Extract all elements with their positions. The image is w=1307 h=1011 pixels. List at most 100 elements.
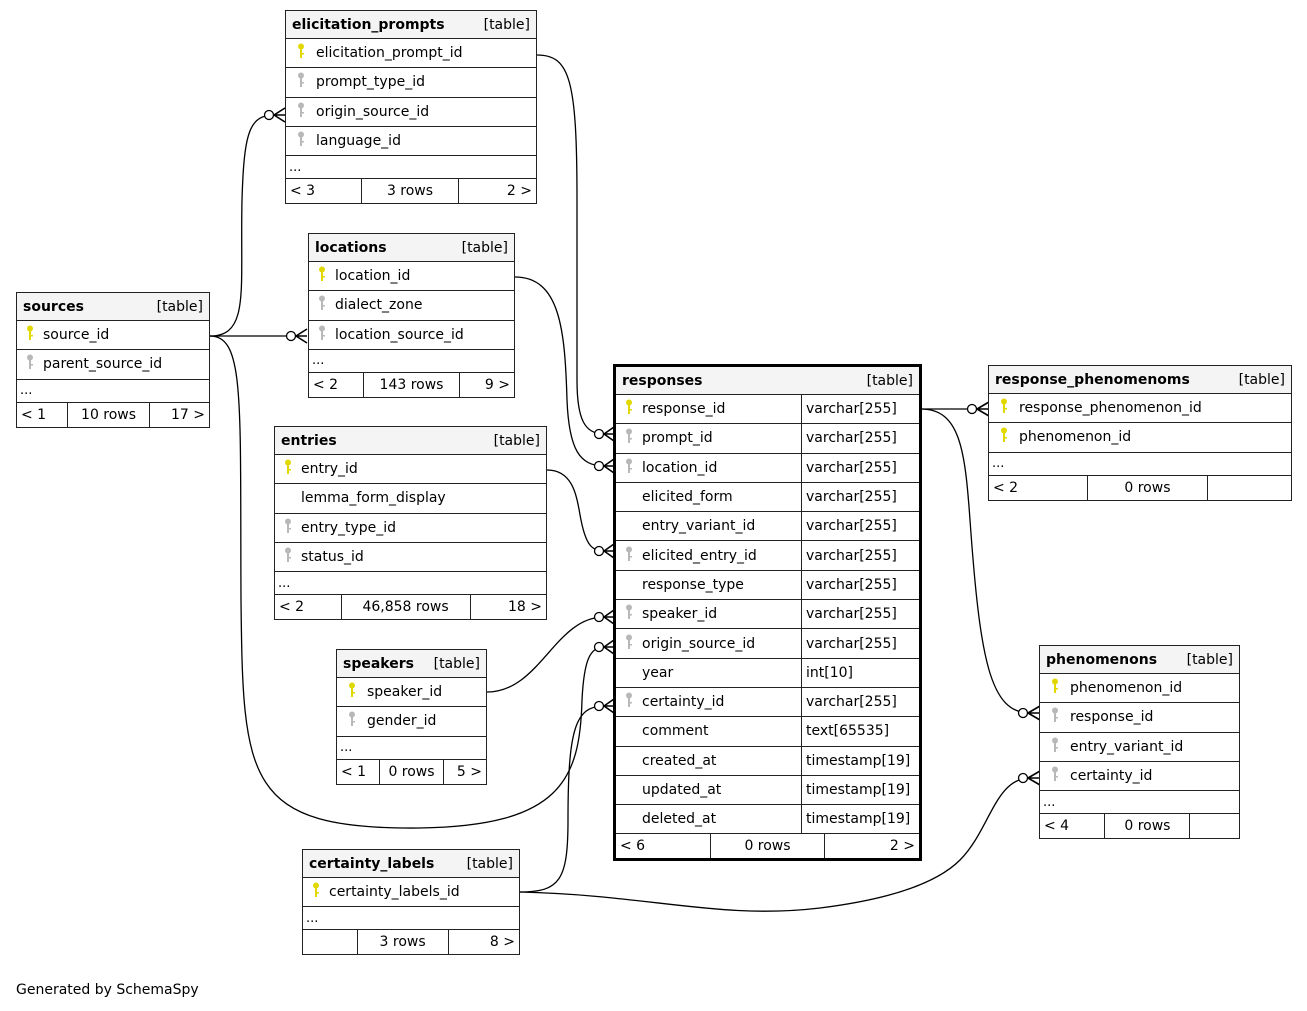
row-count: 0 rows — [711, 834, 825, 859]
column-row[interactable]: prompt_type_id — [286, 68, 536, 98]
table-phenomenons[interactable]: phenomenons[table] phenomenon_id response_… — [1039, 645, 1240, 840]
table-entries[interactable]: entries[table]entry_id lemma_form_display… — [274, 426, 547, 621]
edge-sources-elicitation-prompts — [209, 114, 276, 337]
foreign-key-icon — [297, 102, 305, 122]
parents-link[interactable]: < 2 — [989, 475, 1089, 500]
children-link[interactable] — [1208, 476, 1291, 500]
column-row[interactable]: speaker_id — [337, 678, 486, 708]
column-type: varchar[255] — [801, 541, 919, 570]
column-name: response_id — [1070, 709, 1154, 726]
more-columns: ... — [989, 453, 1291, 476]
column-row[interactable]: elicitation_prompt_id — [286, 39, 536, 69]
table-header[interactable]: phenomenons[table] — [1040, 646, 1239, 674]
column-row[interactable]: phenomenon_id — [1040, 674, 1239, 704]
column-row[interactable]: dialect_zone — [309, 291, 514, 321]
column-name: response_phenomenon_id — [1019, 400, 1202, 417]
column-row[interactable]: entry_id — [275, 455, 546, 485]
column-row[interactable]: source_id — [17, 321, 209, 351]
table-type: [table] — [866, 372, 913, 389]
column-name: source_id — [43, 327, 110, 344]
column-row[interactable]: response_id — [1040, 703, 1239, 733]
primary-key-icon — [625, 399, 633, 419]
parents-link[interactable]: < 1 — [17, 402, 69, 427]
table-header[interactable]: speakers[table] — [337, 650, 486, 678]
parents-link[interactable]: < 3 — [286, 179, 363, 204]
children-link[interactable]: 2 > — [506, 183, 532, 200]
more-columns: ... — [309, 350, 514, 373]
table-header[interactable]: certainty_labels[table] — [303, 850, 519, 878]
column-name: prompt_id — [642, 430, 713, 447]
column-name: lemma_form_display — [301, 490, 446, 507]
children-link[interactable]: 8 > — [489, 934, 515, 951]
more-columns: ... — [286, 156, 536, 180]
column-row[interactable]: entry_variant_id — [1040, 733, 1239, 762]
column-type: varchar[255] — [801, 600, 919, 629]
table-header[interactable]: sources[table] — [17, 293, 209, 321]
column-row[interactable]: certainty_labels_id — [303, 878, 519, 908]
table-header[interactable]: elicitation_prompts[table] — [286, 11, 536, 39]
column-row[interactable]: location_id — [309, 262, 514, 292]
table-header[interactable]: response_phenomenoms[table] — [989, 366, 1291, 394]
table-certainty-labels[interactable]: certainty_labels[table]certainty_labels_… — [302, 849, 520, 956]
column-row[interactable]: entry_type_id — [275, 514, 546, 543]
table-header[interactable]: locations[table] — [309, 234, 514, 262]
column-row[interactable]: origin_source_id — [286, 98, 536, 127]
column-name: gender_id — [367, 713, 437, 730]
children-link[interactable] — [1190, 814, 1239, 838]
table-header[interactable]: responses[table] — [616, 367, 919, 395]
parents-link[interactable]: < 1 — [337, 759, 381, 784]
foreign-key-icon — [318, 295, 326, 315]
children-link[interactable]: 17 > — [170, 406, 205, 423]
column-row[interactable]: lemma_form_display — [275, 484, 546, 514]
parents-link[interactable]: < 2 — [309, 372, 365, 397]
column-row[interactable]: parent_source_id — [17, 350, 209, 380]
column-row[interactable]: language_id — [286, 127, 536, 157]
column-row[interactable]: response_phenomenon_id — [989, 394, 1291, 424]
children-link[interactable]: 9 > — [484, 376, 510, 393]
foreign-key-icon — [625, 692, 633, 712]
column-row[interactable]: phenomenon_id — [989, 423, 1291, 453]
more-columns: ... — [303, 907, 519, 931]
column-name: phenomenon_id — [1070, 680, 1183, 697]
parents-link[interactable]: < 4 — [1040, 814, 1106, 839]
row-count: 46,858 rows — [342, 595, 471, 620]
children-link[interactable]: 18 > — [508, 599, 542, 616]
parents-link[interactable] — [303, 930, 358, 955]
column-name: entry_variant_id — [1070, 738, 1184, 755]
children-link[interactable]: 5 > — [456, 763, 482, 780]
column-row[interactable]: gender_id — [337, 707, 486, 737]
foreign-key-icon — [625, 428, 633, 448]
children-link[interactable]: 2 > — [889, 838, 916, 855]
column-name: phenomenon_id — [1019, 429, 1132, 446]
column-name: elicitation_prompt_id — [316, 45, 463, 62]
primary-key-icon — [284, 459, 292, 479]
parents-link[interactable]: < 6 — [616, 834, 712, 859]
column-row[interactable]: certainty_id — [1040, 762, 1239, 792]
parents-link[interactable]: < 2 — [275, 595, 342, 620]
table-header[interactable]: entries[table] — [275, 427, 546, 455]
column-row[interactable]: status_id — [275, 543, 546, 573]
table-response-phenomenoms[interactable]: response_phenomenoms[table] response_phen… — [988, 365, 1292, 501]
table-elicitation-prompts[interactable]: elicitation_prompts[table] elicitation_pr… — [285, 10, 537, 205]
column-row[interactable]: location_source_id — [309, 321, 514, 350]
